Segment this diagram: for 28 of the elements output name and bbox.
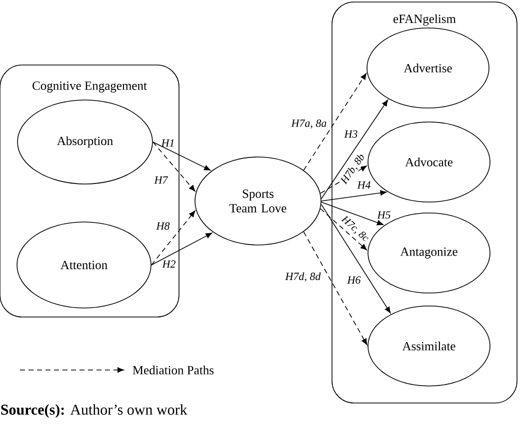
edge-label: H7a, 8a <box>291 120 326 128</box>
arrow <box>151 232 212 266</box>
ellipse-node: Assimilate <box>368 306 490 386</box>
arrow <box>303 73 366 171</box>
arrow <box>320 100 388 200</box>
arrow <box>152 142 196 192</box>
arrow <box>321 190 387 202</box>
arrow <box>320 204 391 314</box>
ellipse-node: Advertise <box>366 28 490 108</box>
edge-label: H3 <box>344 130 358 138</box>
arrow <box>303 231 368 346</box>
source-note: Source(s): Author’s own work <box>1 404 188 418</box>
edge-label: H8 <box>156 222 170 230</box>
arrow <box>151 210 196 266</box>
arrow <box>152 142 211 171</box>
edge-label: H7d, 8d <box>285 272 321 282</box>
ellipse-node: Absorption <box>17 100 153 184</box>
arrow <box>320 202 384 226</box>
edge-label: H4 <box>357 181 370 189</box>
ellipse-node: Attention <box>16 222 152 308</box>
ellipse-node: Sports Team Love <box>194 156 322 246</box>
edge-label: H5 <box>377 211 390 219</box>
arrow <box>320 208 367 250</box>
edge-label: H2 <box>162 260 176 268</box>
edge-label: H6 <box>347 276 361 284</box>
legend-label: Mediation Paths <box>132 366 214 374</box>
edge-label: H7 <box>154 176 168 184</box>
edge-label: H1 <box>161 139 174 147</box>
